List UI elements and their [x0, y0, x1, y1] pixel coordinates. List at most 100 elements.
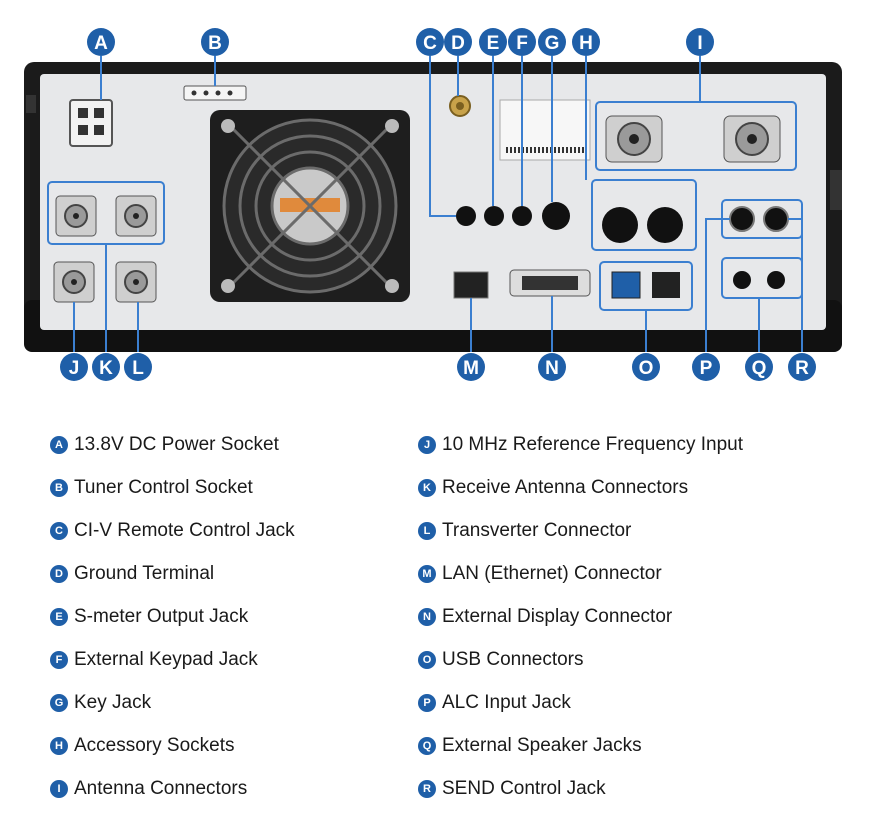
- svg-text:L: L: [132, 358, 144, 379]
- callout-J: J: [60, 353, 88, 381]
- svg-text:P: P: [700, 358, 713, 379]
- callout-R: R: [788, 353, 816, 381]
- legend-label: Receive Antenna Connectors: [442, 477, 689, 498]
- legend-item-G: G Key Jack: [50, 688, 151, 718]
- legend-badge: N: [418, 608, 436, 626]
- legend-badge: P: [418, 694, 436, 712]
- legend-item-L: L Transverter Connector: [418, 516, 631, 546]
- usb-port-1: [611, 271, 641, 299]
- callout-E: E: [479, 28, 507, 56]
- svg-text:H: H: [579, 33, 593, 54]
- legend-label: External Speaker Jacks: [442, 735, 642, 756]
- legend-badge: G: [50, 694, 68, 712]
- callout-M: M: [457, 353, 485, 381]
- legend-label: Key Jack: [74, 692, 152, 713]
- legend-badge: O: [418, 651, 436, 669]
- svg-text:F: F: [516, 33, 528, 54]
- callout-G: G: [538, 28, 566, 56]
- legend-label: Ground Terminal: [74, 563, 215, 584]
- legend-label: External Display Connector: [442, 606, 673, 627]
- callout-F: F: [508, 28, 536, 56]
- tuner-socket: [183, 85, 247, 101]
- s-meter-jack: [484, 206, 504, 226]
- cooling-fan: [210, 110, 410, 302]
- callout-N: N: [538, 353, 566, 381]
- legend-badge: R: [418, 780, 436, 798]
- legend-badge: Q: [418, 737, 436, 755]
- callout-B: B: [201, 28, 229, 56]
- callout-D: D: [444, 28, 472, 56]
- callout-P: P: [692, 353, 720, 381]
- transverter-connector: [115, 261, 157, 303]
- legend-badge: I: [50, 780, 68, 798]
- callout-Q: Q: [745, 353, 773, 381]
- legend-label: Tuner Control Socket: [74, 477, 253, 498]
- legend-badge: H: [50, 737, 68, 755]
- svg-text:I: I: [697, 33, 702, 54]
- speaker-jack-2: [767, 271, 785, 289]
- legend-label: 13.8V DC Power Socket: [74, 434, 279, 455]
- svg-text:O: O: [639, 358, 654, 379]
- legend-badge: M: [418, 565, 436, 583]
- svg-text:K: K: [99, 358, 113, 379]
- svg-text:J: J: [69, 358, 80, 379]
- callout-O: O: [632, 353, 660, 381]
- legend-item-Q: Q External Speaker Jacks: [418, 731, 642, 761]
- callout-H: H: [572, 28, 600, 56]
- svg-text:C: C: [423, 33, 437, 54]
- legend-label: Transverter Connector: [442, 520, 632, 541]
- acc-socket-2: [647, 207, 683, 243]
- legend-item-M: M LAN (Ethernet) Connector: [418, 559, 662, 589]
- svg-text:Q: Q: [752, 358, 767, 379]
- legend-item-N: N External Display Connector: [418, 602, 672, 632]
- usb-port-2: [652, 272, 680, 298]
- rx-antenna-2: [115, 195, 157, 237]
- legend-label: ALC Input Jack: [442, 692, 571, 713]
- svg-text:E: E: [487, 33, 500, 54]
- legend-label: LAN (Ethernet) Connector: [442, 563, 662, 584]
- legend-label: External Keypad Jack: [74, 649, 258, 670]
- ci-v-jack: [456, 206, 476, 226]
- legend-badge: E: [50, 608, 68, 626]
- legend-item-D: D Ground Terminal: [50, 559, 214, 589]
- legend-badge: C: [50, 522, 68, 540]
- ground-terminal: [449, 95, 471, 117]
- rx-antenna-1: [55, 195, 97, 237]
- legend-label: 10 MHz Reference Frequency Input: [442, 434, 743, 455]
- speaker-jack-1: [733, 271, 751, 289]
- callout-I: I: [686, 28, 714, 56]
- alc-jack: [729, 206, 755, 232]
- svg-text:A: A: [94, 33, 108, 54]
- panel-plate: [40, 74, 826, 330]
- legend-badge: L: [418, 522, 436, 540]
- legend-label: Antenna Connectors: [74, 778, 248, 799]
- legend-item-O: O USB Connectors: [418, 645, 584, 675]
- legend-item-P: P ALC Input Jack: [418, 688, 571, 718]
- callout-K: K: [92, 353, 120, 381]
- callout-A: A: [87, 28, 115, 56]
- legend: A 13.8V DC Power Socket B Tuner Control So…: [0, 420, 892, 810]
- legend-item-I: I Antenna Connectors: [50, 774, 247, 804]
- svg-text:R: R: [795, 358, 809, 379]
- lan-port: [453, 271, 489, 299]
- svg-text:M: M: [463, 358, 479, 379]
- svg-text:B: B: [208, 33, 222, 54]
- send-jack: [763, 206, 789, 232]
- legend-badge: B: [50, 479, 68, 497]
- legend-badge: F: [50, 651, 68, 669]
- ref-input-connector: [53, 261, 95, 303]
- legend-label: USB Connectors: [442, 649, 584, 670]
- rear-panel-diagram: A B C D E F G H I J K L M N O P Q R: [24, 28, 842, 381]
- legend-item-A: A 13.8V DC Power Socket: [50, 430, 279, 460]
- legend-badge: A: [50, 436, 68, 454]
- legend-badge: D: [50, 565, 68, 583]
- svg-text:G: G: [545, 33, 560, 54]
- antenna-connector-1: [605, 115, 663, 163]
- key-jack: [542, 202, 570, 230]
- leader-lines: [73, 56, 803, 352]
